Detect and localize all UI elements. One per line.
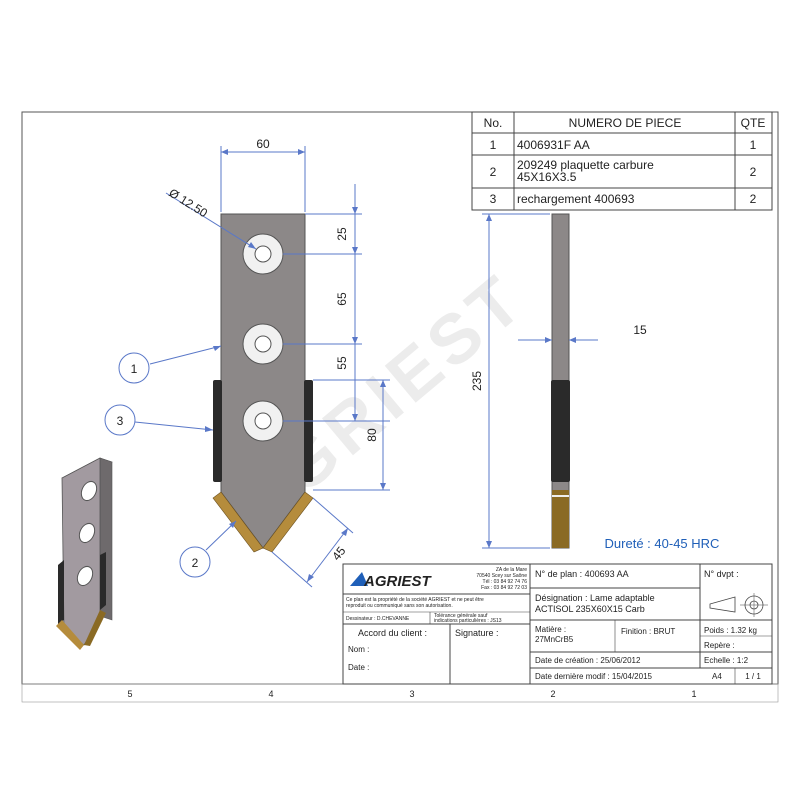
signature-label: Signature :	[455, 628, 499, 638]
hole-inner	[254, 412, 272, 430]
tolerance-line: indications particulières : JS13	[434, 618, 502, 624]
balloon-3	[104, 404, 136, 436]
hole-inner	[254, 335, 272, 353]
table-cell: rechargement 400693	[517, 192, 635, 206]
address-line: Fax : 03 84 92 72 03	[481, 585, 527, 591]
table-cell: 1	[490, 138, 497, 152]
hole-inner	[254, 245, 272, 263]
dim-55: 55	[335, 356, 349, 370]
dim-45: 45	[329, 544, 348, 563]
zone-strip	[21, 683, 779, 703]
balloon-label: 1	[131, 362, 138, 376]
isometric-view	[56, 457, 113, 650]
table-cell: 45X16X3.5	[517, 170, 577, 184]
development-number: N° dvpt :	[704, 569, 739, 579]
sheet-format: A4	[712, 672, 722, 681]
table-cell: 2	[750, 192, 757, 206]
company-logo-icon	[350, 572, 368, 586]
zone-number: 2	[550, 689, 555, 699]
zone-number: 5	[127, 689, 132, 699]
copyright-line: reproduit ou communiqué sans son autoris…	[346, 603, 453, 609]
table-cell: 2	[490, 165, 497, 179]
designation-line: ACTISOL 235X60X15 Carb	[535, 604, 645, 614]
title-block: AGRIEST ZA de la Mare 70540 Scey sur Saô…	[342, 563, 773, 685]
table-header-no: No.	[484, 116, 503, 130]
name-label: Nom :	[348, 645, 369, 654]
side-hardfacing	[551, 380, 570, 482]
carbide-insert-left	[212, 491, 264, 553]
dim-thickness: 15	[633, 323, 647, 337]
plan-number: N° de plan : 400693 AA	[535, 569, 629, 579]
table-header-part: NUMERO DE PIECE	[569, 116, 682, 130]
projection-symbol-icon	[709, 593, 768, 617]
address-line: Tél : 03 84 92 74 76	[483, 579, 528, 585]
client-approval-label: Accord du client :	[358, 628, 427, 638]
hardfacing-right	[304, 380, 313, 482]
table-cell: 3	[490, 192, 497, 206]
table-header-qty: QTE	[741, 116, 766, 130]
dim-width: 60	[256, 137, 270, 151]
scale: Echelle : 1:2	[704, 656, 749, 665]
table-cell: 4006931F AA	[517, 138, 590, 152]
side-carbide	[552, 490, 569, 548]
designer: Dessinateur : D.CHEVANNE	[346, 616, 410, 622]
dim-total-length: 235	[470, 371, 484, 391]
company-name: AGRIEST	[363, 573, 433, 590]
table-cell: 1	[750, 138, 757, 152]
balloon-1	[118, 352, 150, 384]
dim-65: 65	[335, 292, 349, 306]
sheet-number: 1 / 1	[745, 672, 761, 681]
creation-date: Date de création : 25/06/2012	[535, 656, 641, 665]
dim-hole-diameter: Ø 12.50	[166, 186, 210, 221]
material-value: 27MnCrB5	[535, 635, 574, 644]
reference: Repère :	[704, 641, 735, 650]
dim-80: 80	[365, 428, 379, 442]
last-modified-date: Date dernière modif : 15/04/2015	[535, 672, 653, 681]
parts-table: No. NUMERO DE PIECE QTE 1 4006931F AA 1 …	[471, 111, 773, 211]
balloons: 1 3 2	[104, 345, 237, 578]
zone-number: 3	[409, 689, 414, 699]
zone-number: 4	[268, 689, 273, 699]
zone-number: 1	[691, 689, 696, 699]
dim-25: 25	[335, 227, 349, 241]
weight: Poids : 1.32 kg	[704, 626, 757, 635]
hardfacing-left	[213, 380, 222, 482]
date-label: Date :	[348, 663, 369, 672]
material-label: Matière :	[535, 625, 566, 634]
hardness-note: Dureté : 40-45 HRC	[605, 536, 720, 551]
address-line: ZA de la Mare	[496, 567, 527, 573]
designation-line: Désignation : Lame adaptable	[535, 593, 655, 603]
table-cell: 2	[750, 165, 757, 179]
front-dimensions: 60 Ø 12.50 25 65 55 80 45	[165, 137, 390, 588]
balloon-2	[179, 546, 211, 578]
table-cell: 209249 plaquette carbure	[517, 158, 654, 172]
balloon-label: 3	[117, 414, 124, 428]
address-line: 70540 Scey sur Saône	[476, 573, 527, 579]
balloon-label: 2	[192, 556, 199, 570]
copyright-line: Ce plan est la propriété de la société A…	[346, 597, 484, 603]
tolerance-line: Tolérance générale sauf	[434, 613, 488, 619]
side-view: 15 235	[470, 213, 647, 549]
front-view	[212, 213, 314, 553]
finish: Finition : BRUT	[621, 627, 675, 636]
